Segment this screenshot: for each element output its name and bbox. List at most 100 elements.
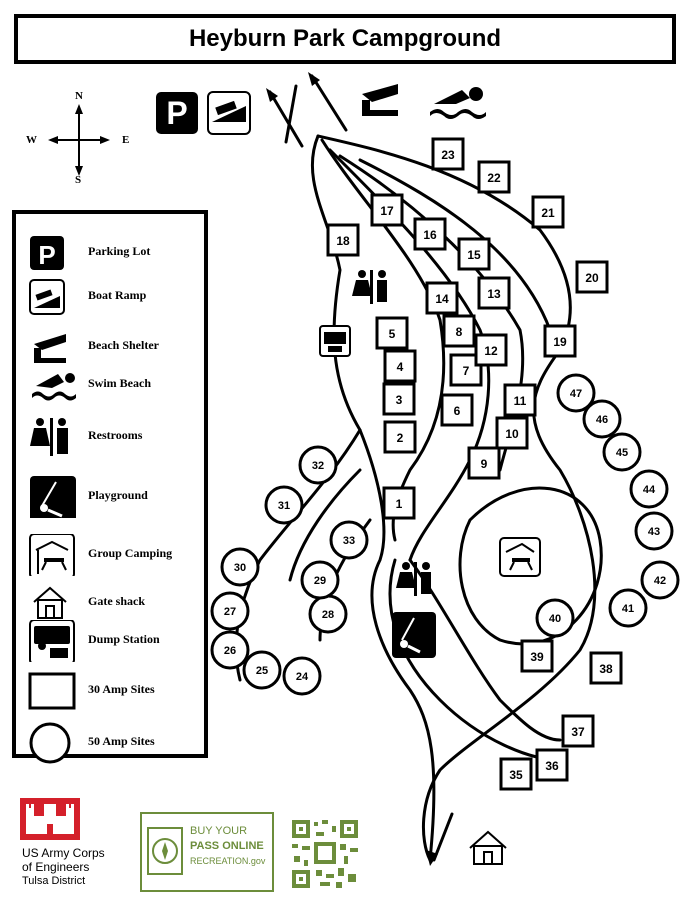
- compass-e: E: [122, 134, 130, 146]
- usace-line-1: US Army Corps: [22, 846, 105, 860]
- campsite-50-amp[interactable]: 27: [210, 591, 250, 631]
- map-title-box: Heyburn Park Campground: [14, 14, 676, 64]
- campsite-number: 45: [616, 447, 628, 459]
- campsite-50-amp[interactable]: 32: [298, 445, 338, 485]
- campsite-30-amp[interactable]: 11: [503, 383, 537, 417]
- campsite-number: 21: [541, 206, 555, 220]
- campsite-number: 7: [463, 364, 470, 378]
- campsite-50-amp[interactable]: 46: [582, 399, 622, 439]
- campsite-number: 46: [596, 414, 608, 426]
- campsite-30-amp[interactable]: 14: [425, 281, 459, 315]
- campsite-50-amp[interactable]: 25: [242, 650, 282, 690]
- campsite-30-amp[interactable]: 36: [535, 748, 569, 782]
- restrooms-map-icon-south: [396, 562, 431, 596]
- campsite-50-amp[interactable]: 33: [329, 520, 369, 560]
- compass-n: N: [75, 90, 83, 102]
- map-legend: P Parking Lot Boat Ramp Beach Shelter Sw…: [12, 210, 208, 764]
- campsite-number: 14: [435, 292, 449, 306]
- campsite-30-amp[interactable]: 23: [431, 137, 465, 171]
- campsite-30-amp[interactable]: 10: [495, 416, 529, 450]
- svg-text:P: P: [38, 240, 55, 270]
- campsite-30-amp[interactable]: 2: [383, 420, 417, 454]
- legend-label-group-camping: Group Camping: [88, 546, 173, 560]
- campsite-50-amp[interactable]: 47: [556, 373, 596, 413]
- group-camping-icon: [29, 534, 75, 576]
- campsite-30-amp[interactable]: 1: [382, 486, 416, 520]
- campsite-30-amp[interactable]: 35: [499, 757, 533, 791]
- legend-row-playground: Playground: [16, 472, 204, 522]
- playground-icon: [30, 476, 76, 518]
- campsite-number: 36: [545, 759, 559, 773]
- buy-pass-online-badge[interactable]: BUY YOUR PASS ONLINE RECREATION.gov: [140, 812, 274, 892]
- beach-shelter-map-icon: [362, 84, 398, 116]
- boat-ramp-map-icon: [207, 91, 251, 135]
- campsite-number: 37: [571, 725, 585, 739]
- campsite-30-amp[interactable]: 9: [467, 446, 501, 480]
- campsite-50-amp[interactable]: 41: [608, 588, 648, 628]
- map-title: Heyburn Park Campground: [188, 25, 502, 52]
- circle-site-icon: [29, 722, 71, 764]
- campsite-30-amp[interactable]: 38: [589, 651, 623, 685]
- campsite-30-amp[interactable]: 3: [382, 382, 416, 416]
- campsite-30-amp[interactable]: 21: [531, 195, 565, 229]
- campsite-30-amp[interactable]: 8: [442, 314, 476, 348]
- campsite-50-amp[interactable]: 43: [634, 511, 674, 551]
- campsite-number: 3: [396, 393, 403, 407]
- campsite-30-amp[interactable]: 12: [474, 333, 508, 367]
- campsite-30-amp[interactable]: 4: [383, 349, 417, 383]
- legend-row-gate-shack: Gate shack: [16, 578, 204, 628]
- campsite-30-amp[interactable]: 17: [370, 193, 404, 227]
- campsite-50-amp[interactable]: 31: [264, 485, 304, 525]
- campsite-number: 23: [441, 148, 455, 162]
- campsite-50-amp[interactable]: 44: [629, 469, 669, 509]
- legend-row-restrooms: Restrooms: [16, 412, 204, 462]
- campsite-number: 28: [322, 609, 334, 621]
- restrooms-icon: [30, 418, 68, 456]
- campsite-number: 4: [397, 360, 404, 374]
- campsite-30-amp[interactable]: 39: [520, 639, 554, 673]
- campsite-number: 13: [487, 287, 501, 301]
- qr-code-icon[interactable]: [290, 818, 360, 890]
- legend-label-30-amp: 30 Amp Sites: [88, 682, 155, 696]
- campsite-50-amp[interactable]: 29: [300, 560, 340, 600]
- campsite-50-amp[interactable]: 45: [602, 432, 642, 472]
- exit-arrow-icon: [426, 850, 438, 866]
- legend-label-restrooms: Restrooms: [88, 428, 143, 442]
- campsite-number: 29: [314, 575, 326, 587]
- usace-logo: US Army Corps of Engineers Tulsa Distric…: [18, 796, 128, 896]
- campsite-50-amp[interactable]: 26: [210, 630, 250, 670]
- campsite-number: 44: [643, 484, 656, 496]
- campsite-30-amp[interactable]: 20: [575, 260, 609, 294]
- campsite-number: 27: [224, 606, 236, 618]
- restrooms-map-icon-north: [352, 270, 387, 304]
- boat-ramp-icon: [29, 279, 65, 315]
- campsite-number: 42: [654, 575, 666, 587]
- campsite-30-amp[interactable]: 18: [326, 223, 360, 257]
- dump-station-map-icon: [319, 325, 351, 357]
- campsite-50-amp[interactable]: 40: [535, 598, 575, 638]
- campsite-30-amp[interactable]: 15: [457, 237, 491, 271]
- campsite-30-amp[interactable]: 6: [440, 393, 474, 427]
- legend-row-dump-station: Dump Station: [16, 616, 204, 666]
- buy-line-2: PASS ONLINE: [190, 840, 264, 852]
- campsite-number: 33: [343, 535, 355, 547]
- campsite-number: 1: [396, 497, 403, 511]
- campsite-30-amp[interactable]: 5: [375, 316, 409, 350]
- campsite-50-amp[interactable]: 30: [220, 547, 260, 587]
- campsite-number: 39: [530, 650, 544, 664]
- legend-label-50-amp: 50 Amp Sites: [88, 734, 155, 748]
- campsite-30-amp[interactable]: 16: [413, 217, 447, 251]
- campsite-50-amp[interactable]: 24: [282, 656, 322, 696]
- campsite-number: 20: [585, 271, 599, 285]
- inner-loop-road: [458, 486, 603, 646]
- legend-row-group-camping: Group Camping: [16, 530, 204, 580]
- campsite-30-amp[interactable]: 22: [477, 160, 511, 194]
- square-site-icon: [28, 672, 76, 710]
- campsite-number: 15: [467, 248, 481, 262]
- campsite-30-amp[interactable]: 37: [561, 714, 595, 748]
- campsite-50-amp[interactable]: 28: [308, 594, 348, 634]
- campsite-50-amp[interactable]: 42: [640, 560, 680, 600]
- campsite-number: 16: [423, 228, 437, 242]
- campsite-30-amp[interactable]: 13: [477, 276, 511, 310]
- campsite-30-amp[interactable]: 19: [543, 324, 577, 358]
